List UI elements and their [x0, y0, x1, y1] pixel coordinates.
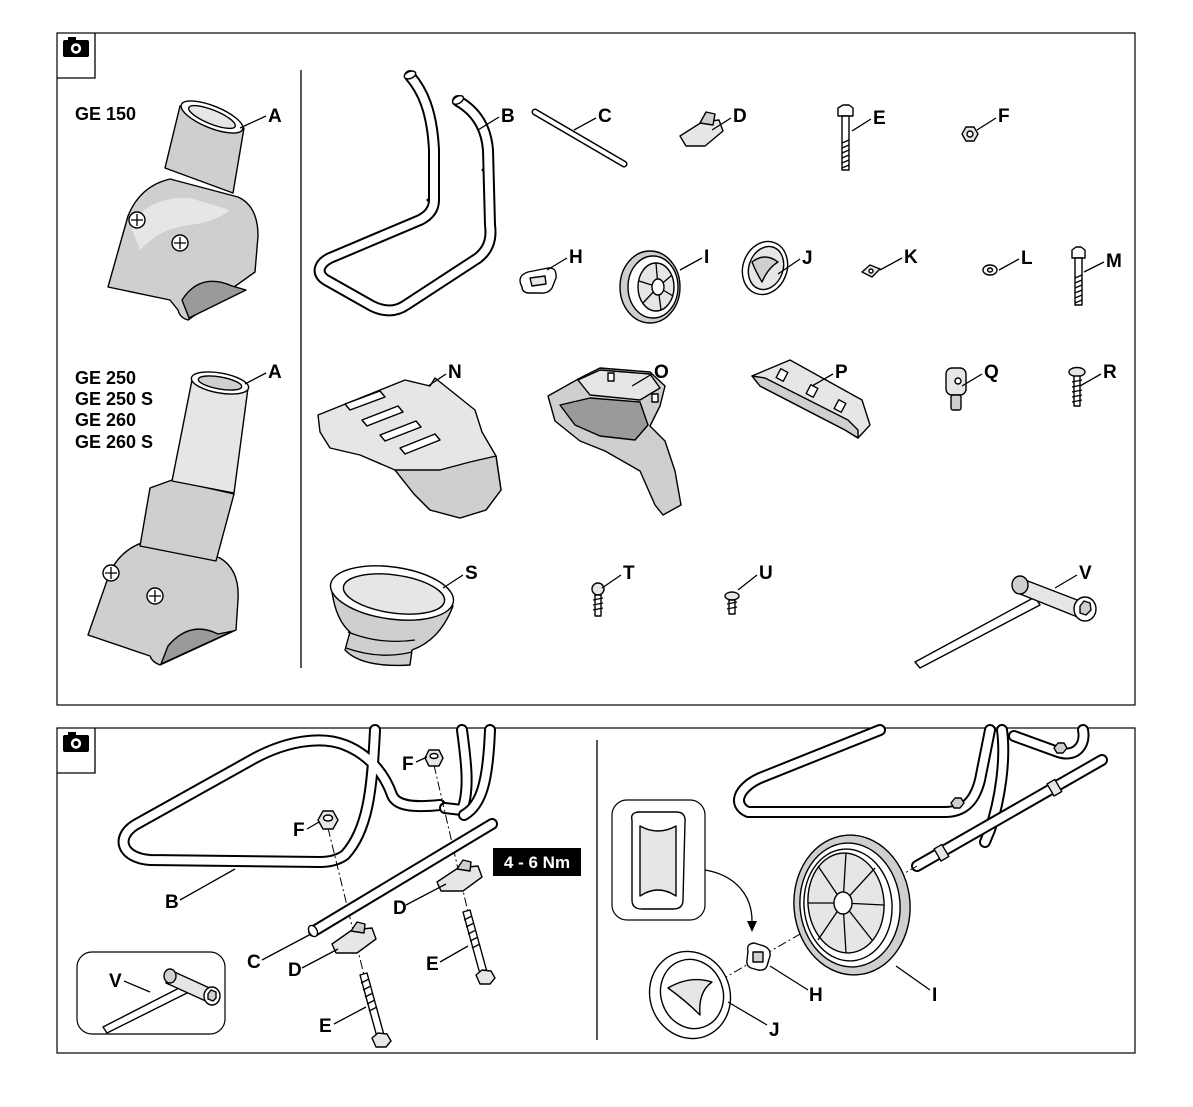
label-f-upper: F [402, 754, 414, 775]
axle-nut [951, 798, 964, 808]
label-v: V [1079, 563, 1092, 584]
label-h: H [809, 985, 823, 1006]
washer-hole [988, 268, 993, 272]
label-m: M [1106, 251, 1122, 272]
axle-nut [1054, 743, 1067, 753]
label-i: I [932, 985, 937, 1006]
camera-icon-lens-center [73, 741, 78, 746]
label-s: S [465, 563, 478, 584]
nut-hole [324, 815, 333, 821]
bolt-head [476, 970, 495, 984]
label-v: V [109, 971, 122, 992]
screw-head [725, 592, 739, 600]
label-f: F [998, 106, 1010, 127]
label-e-right: E [426, 954, 439, 975]
model-ge150: GE 150 [75, 104, 136, 124]
label-d-left: D [288, 960, 302, 981]
label-u: U [759, 563, 773, 584]
bolt-head [372, 1033, 391, 1047]
label-d: D [733, 106, 747, 127]
label-j: J [769, 1020, 780, 1041]
wrench-socket-small [164, 969, 176, 983]
housing-top [578, 370, 660, 400]
label-b: B [501, 106, 515, 127]
label-a-top: A [268, 106, 282, 127]
nut-hole [430, 754, 438, 759]
label-b: B [165, 892, 179, 913]
part-l-washer [983, 265, 997, 275]
label-e: E [873, 108, 886, 129]
square-nut-hole [869, 269, 873, 273]
model-ge250: GE 250 [75, 368, 136, 388]
knob-stem [951, 395, 961, 410]
label-l: L [1021, 248, 1033, 269]
label-j: J [802, 248, 813, 269]
plate-detail-inset [612, 800, 705, 920]
model-ge260s: GE 260 S [75, 432, 153, 452]
plate-inset-cutout [640, 826, 676, 896]
model-ge260: GE 260 [75, 410, 136, 430]
wheel-hub [652, 279, 664, 295]
label-d-right: D [393, 898, 407, 919]
label-n: N [448, 362, 462, 383]
plate-hole [530, 276, 546, 286]
nut-f-lower [318, 811, 338, 829]
plate-h [747, 943, 770, 970]
wheel-hub [834, 892, 852, 914]
label-f-lower: F [293, 820, 305, 841]
label-i: I [704, 247, 709, 268]
label-t: T [623, 563, 635, 584]
screw-head [1069, 368, 1085, 377]
knob-hole [955, 378, 961, 384]
label-c: C [247, 952, 261, 973]
label-o: O [654, 362, 669, 383]
label-q: Q [984, 362, 999, 383]
label-r: R [1103, 362, 1117, 383]
bolt-head [1072, 247, 1085, 258]
label-h: H [569, 247, 583, 268]
housing-tab [652, 394, 658, 402]
wrench-socket-small [1012, 576, 1028, 594]
wrench-inset [77, 952, 225, 1034]
nut-f-upper [425, 750, 443, 766]
label-c: C [598, 106, 612, 127]
camera-icon-lens-center [73, 46, 78, 51]
torque-spec-badge: 4 - 6 Nm [493, 848, 581, 876]
label-k: K [904, 247, 918, 268]
frame-hole [482, 169, 485, 172]
frame-hole [427, 199, 430, 202]
bolt-head [838, 105, 853, 116]
label-e-left: E [319, 1016, 332, 1037]
part-i-wheel [620, 251, 680, 323]
label-a-bottom: A [268, 362, 282, 383]
housing-tab [608, 373, 614, 381]
nut-hole [967, 131, 973, 137]
screw-head [592, 583, 604, 595]
label-p: P [835, 362, 848, 383]
part-f-nut [962, 127, 978, 141]
plate-hole [753, 952, 763, 962]
long-funnel-collar [140, 480, 234, 561]
model-ge250s: GE 250 S [75, 389, 153, 409]
torque-spec-text: 4 - 6 Nm [504, 853, 570, 872]
wrench-socket-hex [208, 990, 216, 1001]
